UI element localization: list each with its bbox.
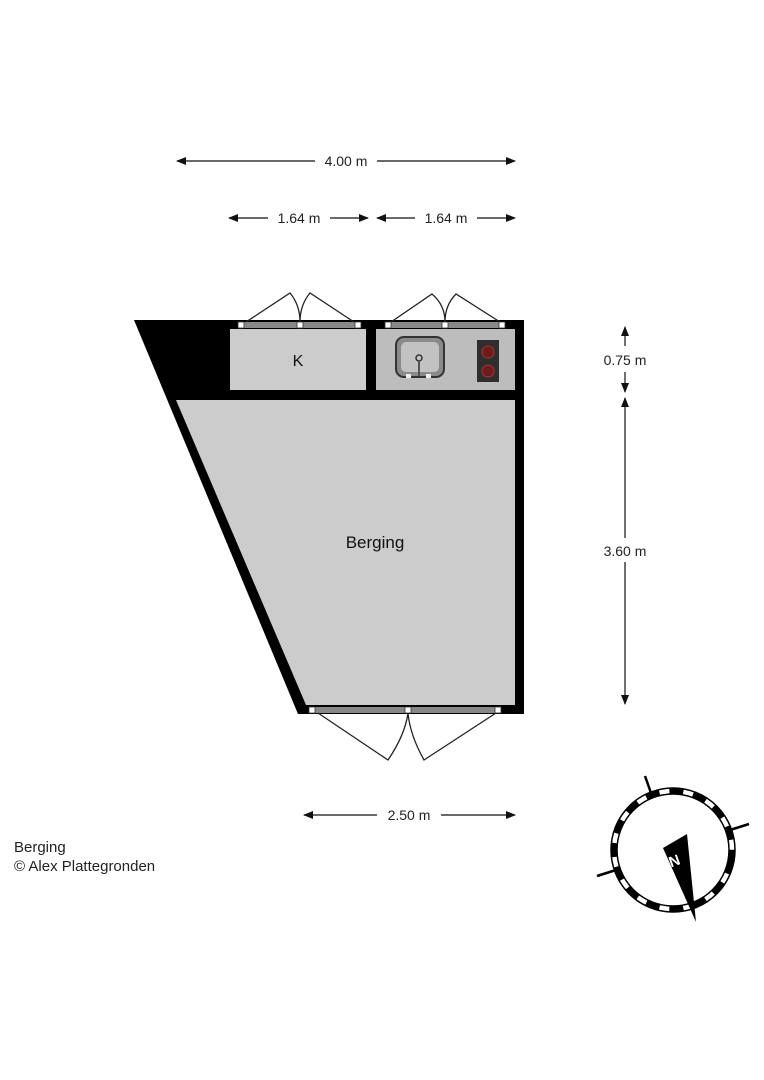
dimension-label-top-depth: 0.75 m — [604, 352, 647, 368]
dimension-label-bottom-width: 2.50 m — [388, 807, 431, 823]
door-berging-double — [308, 706, 502, 761]
room-label-k: K — [293, 353, 304, 370]
plan-caption: Berging © Alex Plattegronden — [14, 838, 155, 876]
compass-icon: N — [596, 775, 750, 922]
plan-copyright: © Alex Plattegronden — [14, 858, 156, 875]
hob-icon — [477, 340, 499, 382]
dimension-label-right-width: 1.64 m — [425, 210, 468, 226]
dimension-bottom-width: 2.50 m — [303, 807, 516, 823]
sink-icon — [395, 336, 445, 378]
dimension-label-total-width: 4.00 m — [325, 153, 368, 169]
dimension-left-width: 1.64 m — [228, 210, 369, 226]
dimension-label-main-depth: 3.60 m — [604, 543, 647, 559]
dimension-right-width: 1.64 m — [376, 210, 516, 226]
plan-title: Berging — [14, 839, 66, 856]
room-berging-floor — [176, 400, 515, 705]
room-label-berging: Berging — [346, 533, 405, 552]
room-k-floor — [230, 329, 366, 390]
dimension-label-left-width: 1.64 m — [278, 210, 321, 226]
dimension-main-depth: 3.60 m — [604, 397, 647, 705]
dimension-total-width: 4.00 m — [176, 153, 516, 169]
dimension-top-depth: 0.75 m — [604, 326, 647, 393]
door-kitchen-double — [384, 293, 506, 329]
door-k-double — [237, 292, 362, 329]
